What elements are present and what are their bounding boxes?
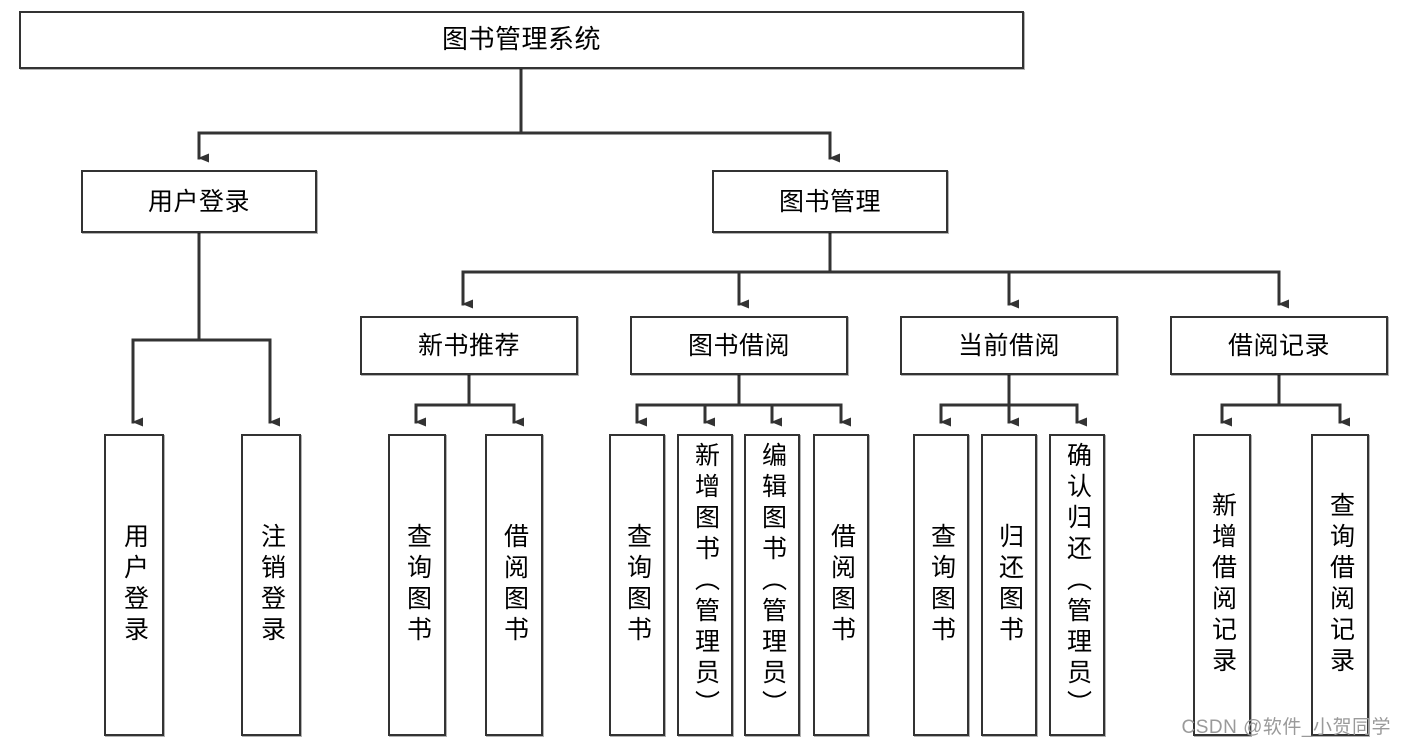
node-leaf-query-book-recommendation[interactable]: 查询图书 [388,434,446,736]
node-leaf-query-book-recommendation-label: 查询图书 [403,523,432,647]
node-borrow-record-label: 借阅记录 [1227,331,1330,360]
node-leaf-edit-book-admin[interactable]: 编辑图书（管理员） [744,434,800,736]
node-book-manage[interactable]: 图书管理 [712,170,948,233]
node-current-borrow-label: 当前借阅 [957,331,1060,360]
node-leaf-confirm-return-admin-label: 确认归还（管理员） [1063,442,1092,721]
node-leaf-query-borrow-record-label: 查询借阅记录 [1326,492,1355,678]
node-new-book-recommendation-label: 新书推荐 [417,331,520,360]
node-leaf-add-book-admin[interactable]: 新增图书（管理员） [677,434,733,736]
node-leaf-return-book[interactable]: 归还图书 [981,434,1037,736]
node-root-book-management-system[interactable]: 图书管理系统 [19,11,1024,69]
node-new-book-recommendation[interactable]: 新书推荐 [360,316,578,375]
node-leaf-borrow-book-recommendation-label: 借阅图书 [500,523,529,647]
node-borrow-record[interactable]: 借阅记录 [1170,316,1388,375]
node-leaf-borrow-book[interactable]: 借阅图书 [813,434,869,736]
node-book-borrow-label: 图书借阅 [687,331,790,360]
node-leaf-add-book-admin-label: 新增图书（管理员） [691,442,720,721]
node-leaf-query-borrow-record[interactable]: 查询借阅记录 [1311,434,1369,736]
node-user-login[interactable]: 用户登录 [81,170,317,233]
node-leaf-user-login[interactable]: 用户登录 [104,434,164,736]
node-root-label: 图书管理系统 [441,24,601,55]
node-leaf-confirm-return-admin[interactable]: 确认归还（管理员） [1049,434,1105,736]
node-leaf-user-login-label: 用户登录 [120,523,149,647]
node-leaf-edit-book-admin-label: 编辑图书（管理员） [758,442,787,721]
watermark-text: CSDN @软件_小贺同学 [1181,717,1391,738]
node-leaf-return-book-label: 归还图书 [995,523,1024,647]
node-leaf-add-borrow-record[interactable]: 新增借阅记录 [1193,434,1251,736]
node-leaf-query-book-borrow-label: 查询图书 [623,523,652,647]
node-current-borrow[interactable]: 当前借阅 [900,316,1118,375]
node-leaf-add-borrow-record-label: 新增借阅记录 [1208,492,1237,678]
node-leaf-user-logout[interactable]: 注销登录 [241,434,301,736]
node-user-login-label: 用户登录 [147,187,250,216]
node-book-manage-label: 图书管理 [778,187,881,216]
node-book-borrow[interactable]: 图书借阅 [630,316,848,375]
node-leaf-borrow-book-recommendation[interactable]: 借阅图书 [485,434,543,736]
node-leaf-query-book-current-label: 查询图书 [927,523,956,647]
node-leaf-borrow-book-label: 借阅图书 [827,523,856,647]
node-leaf-query-book-current[interactable]: 查询图书 [913,434,969,736]
node-leaf-query-book-borrow[interactable]: 查询图书 [609,434,665,736]
node-leaf-user-logout-label: 注销登录 [257,523,286,647]
